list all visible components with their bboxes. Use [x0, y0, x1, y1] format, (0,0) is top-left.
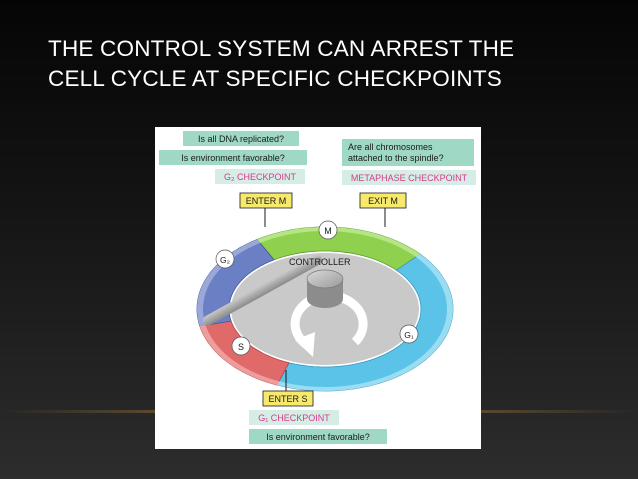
question-box-dna — [183, 131, 299, 146]
exit-m-box — [359, 192, 407, 209]
question-chromosomes-line-1: Are all chromosomes — [348, 142, 433, 152]
question-environment-favorable-top: Is environment favorable? — [181, 153, 285, 163]
controller-rod — [202, 254, 323, 326]
phase-m-marker — [318, 220, 338, 240]
phase-g1-marker — [399, 324, 419, 344]
enter-m-label: ENTER M — [246, 196, 287, 206]
g1-checkpoint-label: G₁ CHECKPOINT — [258, 413, 330, 423]
knob-top — [306, 269, 344, 289]
phase-s-edge — [199, 325, 280, 385]
slide-title-line-2: CELL CYCLE AT SPECIFIC CHECKPOINTS — [48, 66, 502, 91]
enter-m-box — [239, 192, 293, 209]
question-box-environment-bottom — [249, 429, 387, 444]
g2-checkpoint-label: G₂ CHECKPOINT — [224, 172, 297, 182]
slide-title-line-1: THE CONTROL SYSTEM CAN ARREST THE — [48, 36, 515, 61]
controller-label: CONTROLLER — [289, 257, 351, 267]
phase-s-marker — [231, 336, 251, 356]
cell-cycle-checkpoint-figure: Is all DNA replicated? Is environment fa… — [155, 127, 481, 449]
phase-m-label: M — [324, 226, 332, 236]
phase-m-edge — [257, 227, 421, 257]
cell-cycle-diagram: Is all DNA replicated? Is environment fa… — [159, 131, 476, 444]
question-environment-favorable-bottom: Is environment favorable? — [266, 432, 370, 442]
phase-g1-edge — [277, 254, 453, 391]
phase-g2-label: G₂ — [220, 255, 230, 265]
exit-m-label: EXIT M — [368, 196, 398, 206]
slide-title: THE CONTROL SYSTEM CAN ARREST THE CELL C… — [48, 34, 608, 94]
enter-s-box — [262, 390, 314, 407]
question-chromosomes-line-2: attached to the spindle? — [348, 153, 444, 163]
metaphase-checkpoint-box — [342, 170, 476, 185]
controller-knob — [202, 254, 344, 326]
g2-checkpoint-box — [215, 169, 305, 184]
g1-checkpoint-box — [249, 410, 339, 425]
metaphase-checkpoint-label: METAPHASE CHECKPOINT — [351, 173, 468, 183]
phase-g1-label: G₁ — [404, 330, 414, 340]
question-dna-replicated: Is all DNA replicated? — [198, 134, 284, 144]
question-box-chromosomes — [342, 139, 474, 166]
phase-g2-marker — [215, 249, 235, 269]
question-box-environment-top — [159, 150, 307, 165]
enter-s-label: ENTER S — [268, 394, 307, 404]
phase-s-label: S — [238, 342, 244, 352]
cycle-arrow-head — [295, 332, 315, 357]
